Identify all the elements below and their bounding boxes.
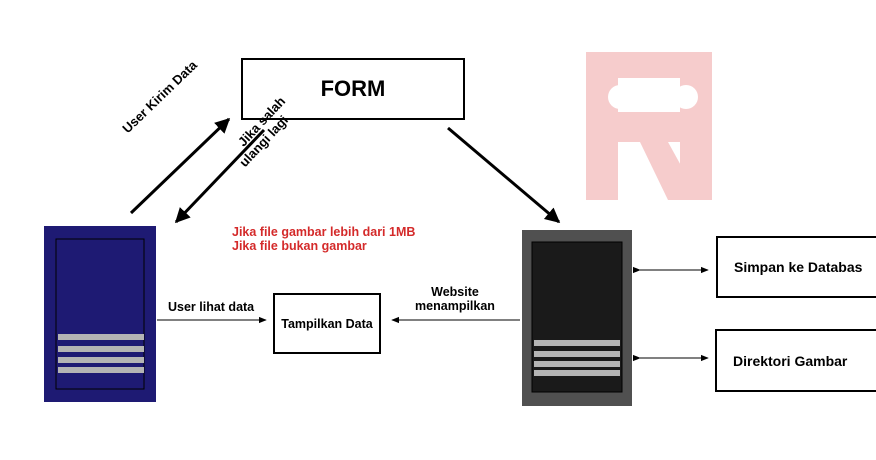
label-website-line2: menampilkan bbox=[415, 299, 495, 314]
label-website: Website menampilkan bbox=[398, 285, 512, 314]
directory-box: Direktori Gambar bbox=[715, 329, 876, 392]
arrow-form-to-server bbox=[447, 126, 561, 224]
database-label: Simpan ke Databas bbox=[734, 259, 863, 275]
arrow-user-send bbox=[129, 117, 231, 215]
arrow-retry bbox=[174, 128, 266, 224]
form-box: FORM bbox=[241, 58, 465, 120]
database-box: Simpan ke Databas bbox=[716, 236, 876, 298]
error-messages: Jika file gambar lebih dari 1MB Jika fil… bbox=[232, 225, 415, 254]
client-computer-icon bbox=[44, 226, 156, 402]
display-data-box: Tampilkan Data bbox=[273, 293, 381, 354]
label-user-view: User lihat data bbox=[168, 300, 255, 314]
label-website-line1: Website bbox=[431, 285, 479, 299]
error-size: Jika file gambar lebih dari 1MB bbox=[232, 225, 416, 239]
form-title: FORM bbox=[320, 76, 386, 101]
server-computer-icon bbox=[522, 230, 632, 406]
error-type: Jika file bukan gambar bbox=[232, 239, 367, 254]
directory-label: Direktori Gambar bbox=[733, 352, 848, 369]
display-data-title: Tampilkan Data bbox=[281, 316, 373, 331]
